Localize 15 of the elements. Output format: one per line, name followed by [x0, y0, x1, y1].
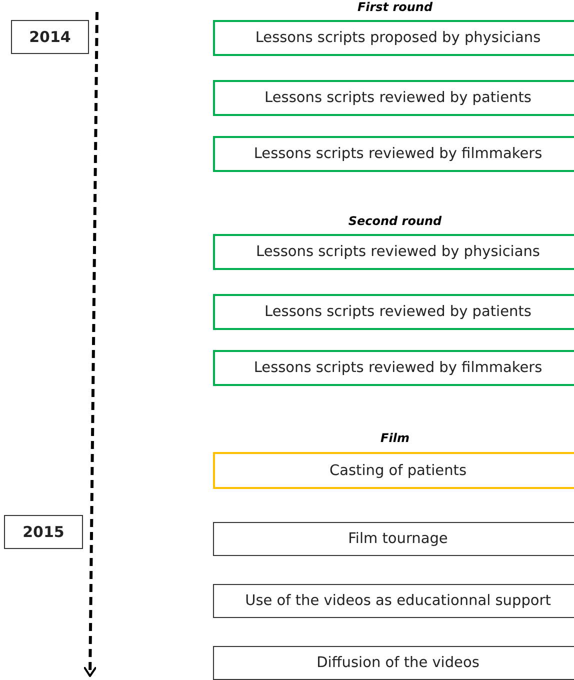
step-box: Lessons scripts reviewed by physicians [213, 234, 574, 270]
section-heading: Film [380, 431, 410, 445]
step-box: Use of the videos as educationnal support [213, 584, 574, 618]
step-box: Lessons scripts reviewed by filmmakers [213, 136, 574, 172]
step-box: Lessons scripts reviewed by filmmakers [213, 350, 574, 386]
step-box: Film tournage [213, 522, 574, 556]
year-box: 2015 [4, 515, 83, 549]
step-box: Diffusion of the videos [213, 646, 574, 680]
year-box: 2014 [11, 20, 89, 54]
step-box: Lessons scripts proposed by physicians [213, 20, 574, 56]
section-heading: First round [356, 0, 434, 14]
step-box: Lessons scripts reviewed by patients [213, 80, 574, 116]
section-heading: Second round [347, 214, 443, 228]
step-box: Casting of patients [213, 452, 574, 489]
step-box: Lessons scripts reviewed by patients [213, 294, 574, 330]
